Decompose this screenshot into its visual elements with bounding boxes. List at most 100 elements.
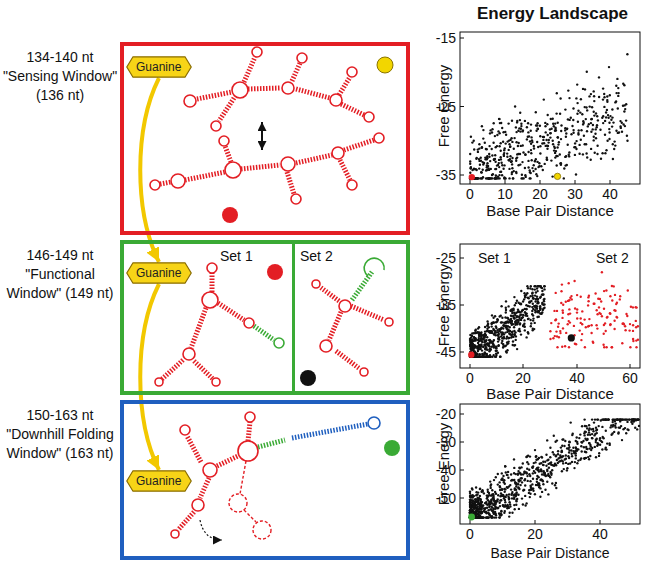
data-point (564, 108, 566, 110)
data-point (511, 167, 513, 169)
data-point (511, 160, 513, 162)
data-point (606, 109, 608, 111)
data-point (527, 160, 529, 162)
data-point (593, 139, 595, 141)
data-point (565, 132, 567, 134)
data-point (504, 177, 506, 179)
data-point (504, 465, 506, 467)
data-point (489, 503, 491, 505)
data-point (523, 319, 525, 321)
data-point (514, 324, 516, 326)
data-point (598, 76, 600, 78)
data-point (539, 152, 541, 154)
data-point (484, 343, 486, 345)
data-point (499, 171, 501, 173)
data-point (482, 137, 484, 139)
data-point (515, 302, 517, 304)
data-point (572, 450, 574, 452)
data-point (540, 286, 542, 288)
data-point (549, 132, 551, 134)
data-point (493, 346, 495, 348)
data-point (485, 356, 487, 358)
data-point (522, 177, 524, 179)
data-point (593, 95, 595, 97)
data-point (536, 295, 538, 297)
data-point (615, 100, 617, 102)
data-point (516, 153, 518, 155)
data-point (541, 294, 543, 296)
data-point (584, 106, 586, 108)
data-point (557, 143, 559, 145)
data-point (610, 119, 612, 121)
data-point (534, 288, 536, 290)
data-point (520, 333, 522, 335)
data-point (483, 162, 485, 164)
data-point (535, 310, 537, 312)
data-point (588, 123, 590, 125)
data-point (519, 303, 521, 305)
data-point (563, 167, 565, 169)
data-point (509, 503, 511, 505)
data-point (544, 163, 546, 165)
data-point (568, 444, 570, 446)
data-point (543, 307, 545, 309)
data-point (590, 93, 592, 95)
data-point (554, 152, 556, 154)
data-point (581, 310, 583, 312)
rna-loop (281, 157, 295, 171)
data-point (491, 131, 493, 133)
data-point (596, 309, 598, 311)
data-point (593, 136, 595, 138)
rna-loop (252, 47, 262, 57)
data-point (591, 118, 593, 120)
rna-loop (320, 340, 332, 352)
data-point (624, 329, 626, 331)
data-point (566, 164, 568, 166)
data-point (501, 164, 503, 166)
data-point (554, 335, 556, 337)
data-point (511, 157, 513, 159)
data-point (531, 159, 533, 161)
data-point (471, 508, 473, 510)
data-point (479, 516, 481, 518)
data-point (549, 471, 551, 473)
data-point (498, 162, 500, 164)
data-point (620, 127, 622, 129)
plot-axis (460, 404, 640, 524)
data-point (514, 304, 516, 306)
data-point (560, 302, 562, 304)
data-point (597, 119, 599, 121)
data-point (599, 129, 601, 131)
data-point (552, 118, 554, 120)
data-point (531, 288, 533, 290)
data-point (617, 87, 619, 89)
data-point (512, 315, 514, 317)
data-point (473, 337, 475, 339)
data-point (557, 450, 559, 452)
data-point (502, 504, 504, 506)
data-point (512, 177, 514, 179)
data-point (479, 498, 481, 500)
data-point (491, 314, 493, 316)
data-point (551, 175, 553, 177)
rna-loop (364, 112, 374, 122)
data-point (469, 167, 471, 169)
data-point (622, 105, 624, 107)
data-point (527, 318, 529, 320)
data-point (590, 148, 592, 150)
data-point (622, 83, 624, 85)
data-point (486, 148, 488, 150)
data-point (499, 356, 501, 358)
data-point (595, 324, 597, 326)
rna-loop (192, 499, 204, 511)
data-point (546, 158, 548, 160)
data-point (592, 428, 594, 430)
rna-stem (320, 287, 384, 369)
data-point (588, 427, 590, 429)
data-point (567, 118, 569, 120)
data-point (587, 296, 589, 298)
data-point (489, 356, 491, 358)
data-point (575, 140, 577, 142)
data-point (488, 326, 490, 328)
data-point (515, 141, 517, 143)
